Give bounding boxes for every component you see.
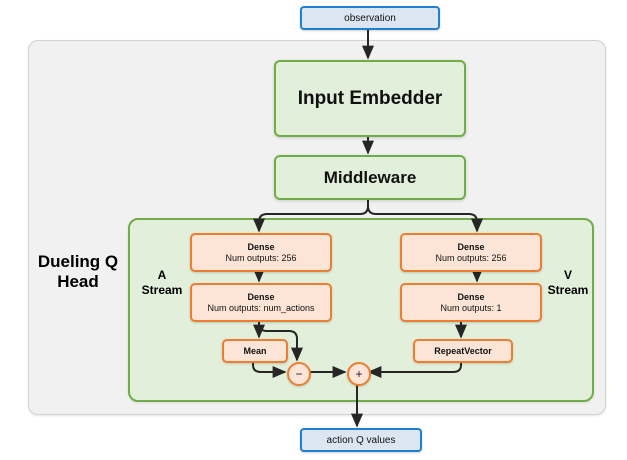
- v-stream-dense-256-title: Dense: [457, 242, 485, 253]
- input-embedder-node[interactable]: Input Embedder: [274, 60, 466, 137]
- middleware-label: Middleware: [323, 167, 417, 187]
- a-stream-label-line1: A: [157, 268, 167, 282]
- action-q-values-output-node[interactable]: action Q values: [300, 428, 422, 452]
- middleware-node[interactable]: Middleware: [274, 155, 466, 200]
- a-stream-dense-256-node[interactable]: Dense Num outputs: 256: [190, 233, 332, 272]
- dueling-q-head-label: Dueling Q Head: [30, 252, 126, 292]
- a-stream-dense-256-subtitle: Num outputs: 256: [225, 252, 297, 263]
- v-stream-label: V Stream: [540, 268, 596, 298]
- mean-node[interactable]: Mean: [222, 339, 288, 363]
- a-stream-dense-256-title: Dense: [247, 242, 275, 253]
- a-stream-label: A Stream: [136, 268, 188, 298]
- v-stream-dense-1-title: Dense: [457, 292, 485, 303]
- v-stream-label-line2: Stream: [547, 283, 589, 297]
- a-stream-dense-numactions-node[interactable]: Dense Num outputs: num_actions: [190, 283, 332, 322]
- dueling-q-head-label-line1: Dueling Q: [37, 252, 119, 271]
- repeatvector-label: RepeatVector: [434, 345, 492, 356]
- observation-input-node[interactable]: observation: [300, 6, 440, 30]
- add-operator-icon[interactable]: +: [347, 362, 371, 386]
- dueling-q-head-label-line2: Head: [57, 272, 99, 292]
- subtract-operator-icon[interactable]: −: [287, 362, 311, 386]
- repeatvector-node[interactable]: RepeatVector: [413, 339, 513, 363]
- add-symbol: +: [355, 367, 363, 381]
- v-stream-dense-1-subtitle: Num outputs: 1: [440, 302, 502, 313]
- subtract-symbol: −: [295, 367, 303, 381]
- input-embedder-label: Input Embedder: [297, 87, 443, 109]
- action-q-values-label: action Q values: [326, 434, 396, 446]
- a-stream-label-line2: Stream: [141, 283, 183, 297]
- mean-label: Mean: [243, 345, 267, 356]
- a-stream-dense-numactions-title: Dense: [247, 292, 275, 303]
- v-stream-dense-1-node[interactable]: Dense Num outputs: 1: [400, 283, 542, 322]
- v-stream-label-line1: V: [563, 268, 572, 282]
- v-stream-dense-256-node[interactable]: Dense Num outputs: 256: [400, 233, 542, 272]
- observation-label: observation: [344, 12, 396, 24]
- a-stream-dense-numactions-subtitle: Num outputs: num_actions: [207, 302, 315, 313]
- v-stream-dense-256-subtitle: Num outputs: 256: [435, 252, 507, 263]
